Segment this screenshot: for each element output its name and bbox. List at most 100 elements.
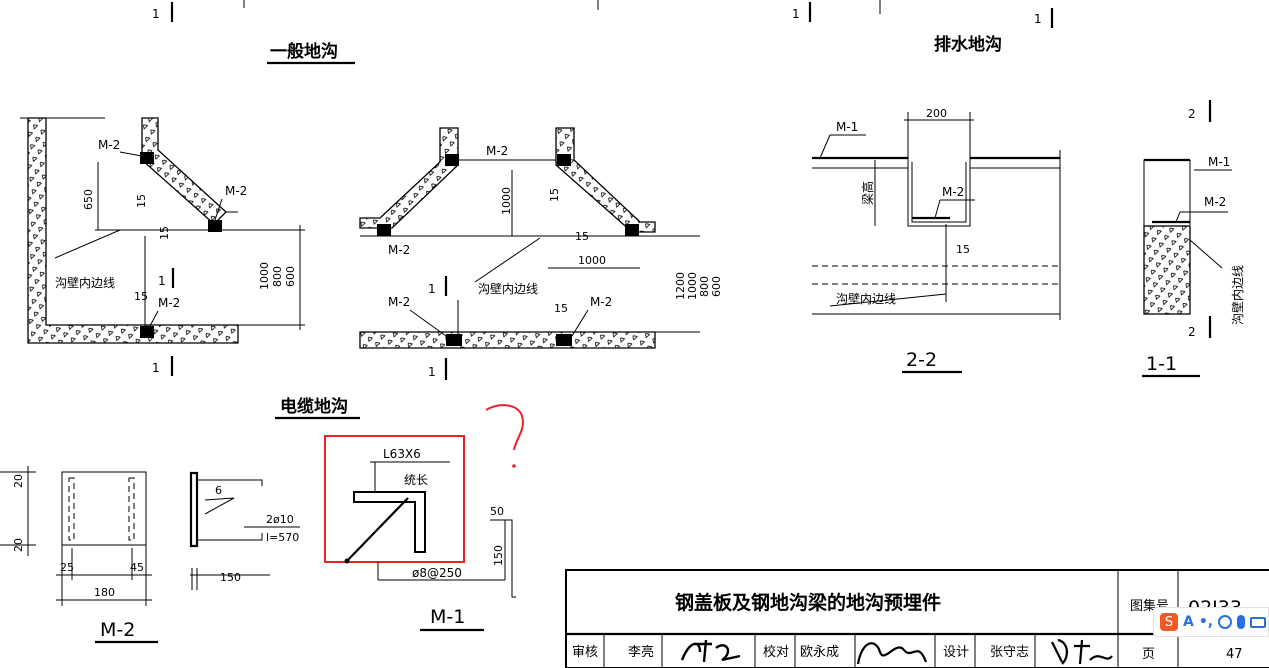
section-mark: 1 bbox=[792, 7, 800, 21]
annotation-question-mark bbox=[485, 404, 524, 451]
label-m2: M-2 bbox=[98, 138, 120, 152]
label-rebar: 2ø10 bbox=[266, 513, 294, 526]
dim-20: 20 bbox=[12, 474, 25, 488]
section-title-1-1: 1-1 bbox=[1146, 353, 1177, 375]
label-m2: M-2 bbox=[158, 296, 180, 310]
title-cable-trench: 电缆地沟 bbox=[280, 396, 348, 417]
dim-45: 45 bbox=[130, 561, 144, 574]
section-mark: 1 bbox=[428, 365, 436, 379]
dim-15: 15 bbox=[575, 230, 589, 243]
detail-m2-plate: 20 20 25 45 180 M-2 bbox=[0, 466, 158, 644]
dim-600: 600 bbox=[710, 276, 723, 297]
label-spacing: ø8@250 bbox=[412, 566, 462, 580]
dim-20: 20 bbox=[12, 538, 25, 552]
label-full-length: 统长 bbox=[404, 473, 428, 487]
dim-200: 200 bbox=[926, 107, 947, 120]
signature-reviewer bbox=[680, 639, 741, 663]
plate-m2 bbox=[140, 326, 154, 338]
ime-logo-icon[interactable]: S bbox=[1160, 613, 1178, 631]
design-label: 设计 bbox=[943, 645, 969, 660]
page-label: 页 bbox=[1142, 647, 1155, 662]
dim-150: 150 bbox=[492, 545, 505, 566]
section-1-1: 2 M-1 M-2 沟壁内边线 2 1-1 bbox=[1142, 100, 1245, 378]
label-m2: M-2 bbox=[225, 184, 247, 198]
general-trench-right: M-2 M-2 M-2 M-2 1000 15 15 1000 沟壁内边线 1 … bbox=[359, 127, 723, 380]
section-mark: 1 bbox=[428, 282, 436, 296]
label-depth: 梁高 bbox=[860, 181, 875, 205]
dim-25: 25 bbox=[60, 561, 74, 574]
drawing-title: 钢盖板及钢地沟梁的地沟预埋件 bbox=[675, 591, 941, 614]
dim-1000: 1000 bbox=[686, 272, 699, 300]
detail-title-m1: M-1 bbox=[430, 606, 465, 628]
plate-m2 bbox=[446, 334, 462, 346]
section-mark: 1 bbox=[152, 361, 160, 375]
title-general-trench: 一般地沟 bbox=[270, 41, 338, 62]
plate-m2 bbox=[625, 224, 639, 236]
label-m2: M-2 bbox=[590, 295, 612, 309]
dim-1200: 1200 bbox=[674, 272, 687, 300]
plate-m2 bbox=[140, 152, 154, 164]
dim-600: 600 bbox=[284, 266, 297, 287]
section-title-2-2: 2-2 bbox=[906, 349, 937, 371]
plate-m2 bbox=[377, 224, 391, 236]
dim-650: 650 bbox=[82, 189, 95, 210]
top-section-markers: 1 1 1 bbox=[152, 0, 1054, 28]
general-trench-left: M-2 M-2 M-2 650 15 15 15 沟壁内边线 1 1000 80… bbox=[20, 117, 305, 376]
title-drainage-trench: 排水地沟 bbox=[934, 34, 1002, 55]
dim-180: 180 bbox=[94, 586, 115, 599]
detail-m2-side: 6 2ø10 l=570 150 bbox=[189, 471, 300, 590]
label-angle: L63X6 bbox=[383, 447, 421, 461]
signature-designer bbox=[1051, 638, 1113, 665]
label-m2: M-2 bbox=[1204, 195, 1226, 209]
page-number: 47 bbox=[1226, 647, 1243, 662]
signature-checker bbox=[856, 642, 928, 665]
plate-m2 bbox=[445, 154, 459, 166]
plate-m2 bbox=[556, 334, 572, 346]
microphone-icon[interactable] bbox=[1237, 615, 1246, 629]
designer-name: 张守志 bbox=[990, 645, 1029, 660]
label-trench-edge: 沟壁内边线 bbox=[836, 291, 896, 306]
dim-15: 15 bbox=[548, 188, 561, 202]
dim-15: 15 bbox=[158, 226, 171, 240]
check-label: 校对 bbox=[763, 644, 789, 660]
label-m2: M-2 bbox=[388, 295, 410, 309]
dim-1000: 1000 bbox=[578, 254, 606, 267]
dim-800: 800 bbox=[271, 266, 284, 287]
emoji-icon[interactable] bbox=[1218, 615, 1233, 629]
reviewer-name: 李亮 bbox=[628, 644, 654, 660]
ime-punctuation-button[interactable]: •, bbox=[1198, 614, 1214, 630]
section-mark: 1 bbox=[1034, 12, 1042, 26]
checker-name: 欧永成 bbox=[800, 645, 839, 660]
label-m1: M-1 bbox=[836, 120, 858, 134]
dim-15: 15 bbox=[135, 194, 148, 208]
dim-50: 50 bbox=[490, 505, 504, 518]
section-mark: 1 bbox=[158, 274, 166, 288]
dim-15: 15 bbox=[134, 290, 148, 303]
detail-m1: L63X6 统长 ø8@250 50 150 M-1 bbox=[324, 435, 516, 632]
keyboard-icon[interactable] bbox=[1250, 616, 1267, 628]
label-rebar-length: l=570 bbox=[266, 531, 299, 544]
ime-mode-button[interactable]: A bbox=[1183, 614, 1194, 630]
dim-150: 150 bbox=[220, 571, 241, 584]
review-label: 审核 bbox=[572, 645, 598, 660]
label-trench-edge: 沟壁内边线 bbox=[55, 275, 115, 290]
section-mark: 2 bbox=[1188, 325, 1196, 339]
title-block: 钢盖板及钢地沟梁的地沟预埋件 图集号 02J33 审核 李亮 校对 欧永成 设计… bbox=[565, 569, 1269, 668]
detail-title-m2: M-2 bbox=[100, 619, 135, 641]
ime-toolbar[interactable]: S A •, bbox=[1153, 607, 1269, 637]
plate-m2 bbox=[557, 154, 571, 166]
label-m2: M-2 bbox=[942, 185, 964, 199]
dim-800: 800 bbox=[698, 276, 711, 297]
label-m1: M-1 bbox=[1208, 155, 1230, 169]
section-mark: 1 bbox=[152, 7, 160, 21]
label-weld: 6 bbox=[215, 484, 222, 497]
dim-1000: 1000 bbox=[500, 187, 513, 215]
dim-15: 15 bbox=[554, 302, 568, 315]
label-trench-edge: 沟壁内边线 bbox=[478, 281, 538, 296]
section-mark: 2 bbox=[1188, 107, 1196, 121]
dim-15: 15 bbox=[956, 243, 970, 256]
label-m2: M-2 bbox=[388, 243, 410, 257]
highlight-box bbox=[324, 435, 465, 563]
label-trench-edge: 沟壁内边线 bbox=[1230, 265, 1245, 325]
